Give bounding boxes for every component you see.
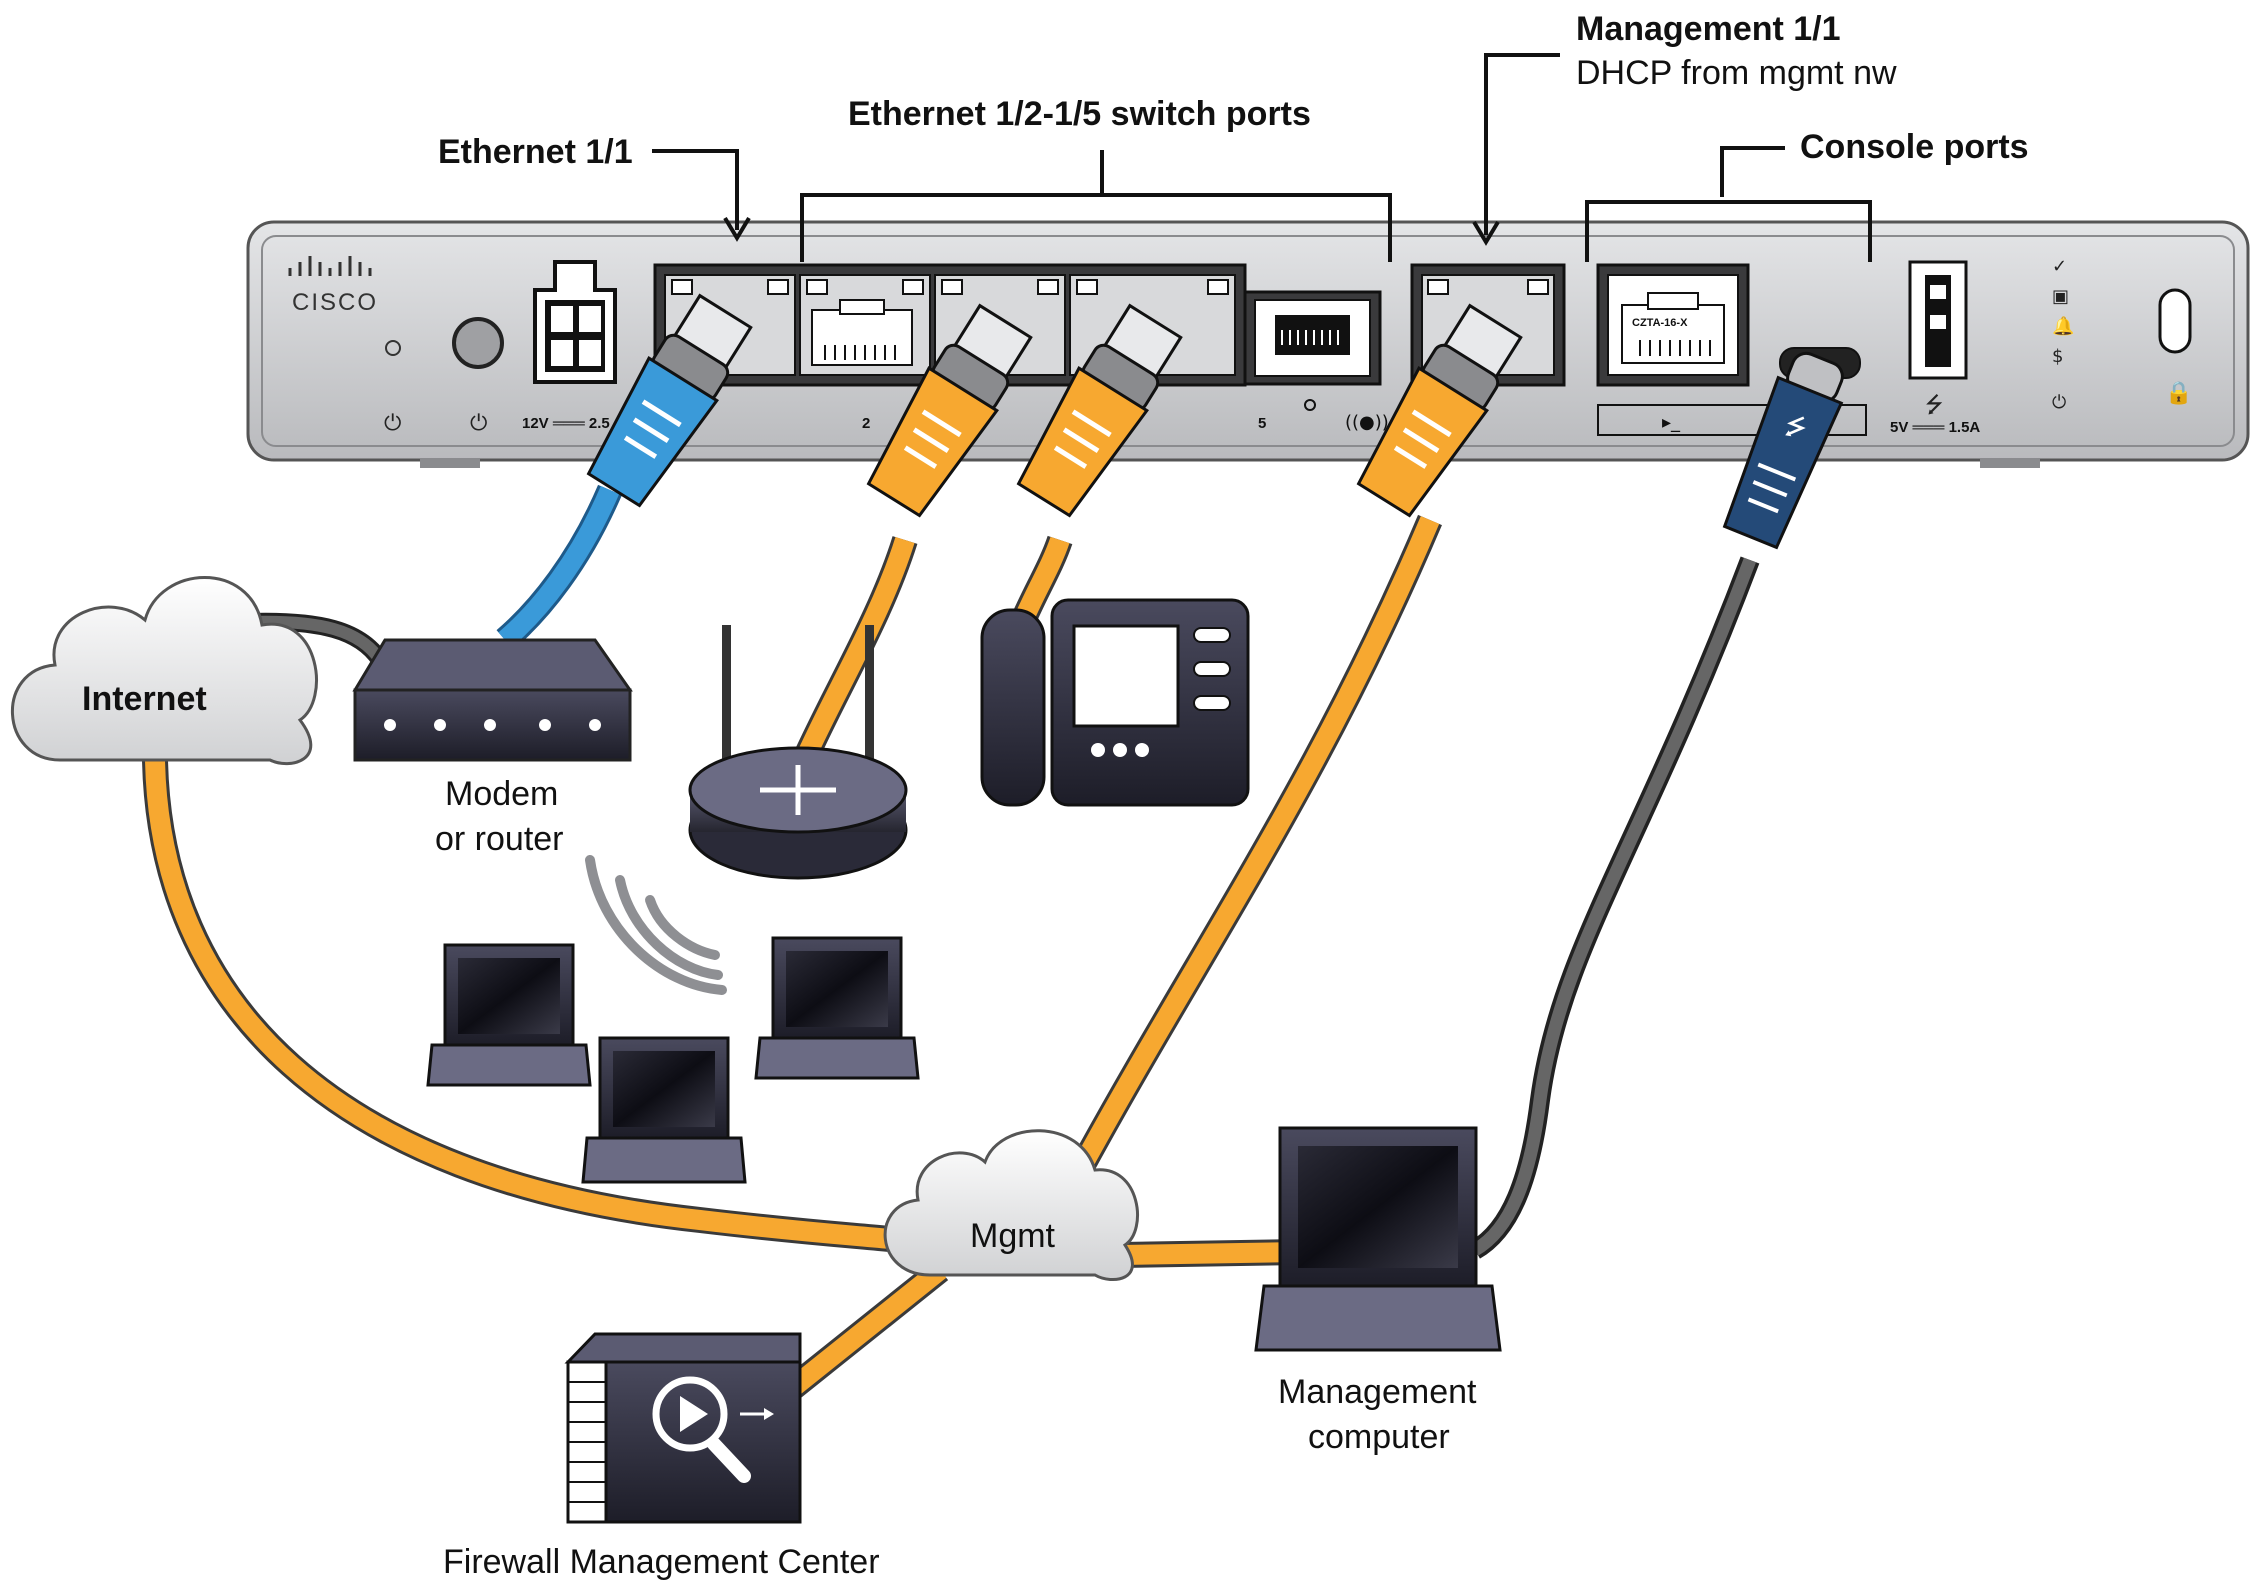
ip-phone-icon <box>980 598 1250 807</box>
port-2-label: 2 <box>862 415 870 432</box>
mgmt-label: Mgmt <box>970 1217 1056 1255</box>
svg-text:Ethernet 1/2-1/5 switch ports: Ethernet 1/2-1/5 switch ports <box>848 95 1311 133</box>
usb-a-port[interactable] <box>1908 260 1968 380</box>
power-button[interactable] <box>452 317 504 369</box>
callout-console-ports: Console ports <box>1585 128 2029 262</box>
modem-icon <box>352 638 633 762</box>
svg-text:CISCO: CISCO <box>292 289 378 316</box>
svg-text:DHCP from mgmt nw: DHCP from mgmt nw <box>1576 54 1897 92</box>
svg-text:Ethernet 1/1: Ethernet 1/1 <box>438 133 633 171</box>
laptop-icon <box>581 1036 747 1184</box>
internet-cloud-icon: Internet <box>10 576 318 766</box>
fmc-label: Firewall Management Center <box>443 1543 880 1581</box>
management-computer-label-line1: Management <box>1278 1373 1477 1411</box>
console-icon: ▸_ <box>1662 412 1681 433</box>
power-connector <box>533 260 617 384</box>
ethernet-1-1-plug <box>586 293 753 508</box>
modem-label-line2: or router <box>435 820 564 858</box>
svg-text:$: $ <box>2052 346 2063 367</box>
svg-text:((●)): ((●)) <box>1345 412 1389 433</box>
wireless-signal-icon <box>585 855 727 995</box>
reset-pinhole[interactable] <box>385 340 401 356</box>
ethernet-1-3-plug <box>1016 303 1183 518</box>
port-5-label: 5 <box>1258 415 1266 432</box>
cisco-logo: CISCO <box>288 256 378 316</box>
management-1-1-plug <box>1356 303 1523 518</box>
management-computer-icon <box>1254 1126 1502 1352</box>
modem-label-line1: Modem <box>445 775 558 813</box>
status-led-icons: ✓ ▣ 🔔 $ ⏻ <box>2052 256 2074 413</box>
firewall-management-icon <box>564 1332 802 1524</box>
management-computer-label-line2: computer <box>1308 1418 1450 1456</box>
ethernet-1-5-sfp-port[interactable] <box>1243 290 1382 386</box>
console-usb-plug: ⭍ <box>1722 351 1844 550</box>
svg-text:▣: ▣ <box>2052 286 2069 307</box>
usb-power-rating: 5V ═══ 1.5A <box>1890 419 1980 436</box>
power-icon: ⏻ <box>470 411 487 436</box>
svg-text:Console ports: Console ports <box>1800 128 2029 166</box>
callout-switch-ports: Ethernet 1/2-1/5 switch ports <box>800 95 1392 262</box>
lock-slot <box>2158 288 2192 354</box>
callout-ethernet-1-1: Ethernet 1/1 <box>438 133 751 242</box>
rj45-console-port[interactable]: CZTA-16-X <box>1596 263 1750 387</box>
reset-icon: ⏻ <box>384 411 401 436</box>
svg-text:✓: ✓ <box>2052 256 2067 277</box>
usb-icon: ⭍ <box>1925 393 1943 418</box>
svg-text:CZTA-16-X: CZTA-16-X <box>1632 317 1688 329</box>
power-rating: 12V ═══ 2.5 <box>522 415 610 432</box>
ethernet-1-2-plug <box>866 303 1033 518</box>
svg-text:⏻: ⏻ <box>2052 392 2066 413</box>
svg-text:Management 1/1: Management 1/1 <box>1576 10 1841 48</box>
internet-label: Internet <box>82 680 207 718</box>
laptop-icon <box>426 943 592 1087</box>
mgmt-cloud-icon: Mgmt <box>883 1129 1139 1282</box>
laptop-icon <box>754 936 920 1080</box>
lock-icon: 🔒 <box>2165 381 2192 406</box>
callout-management: Management 1/1 DHCP from mgmt nw <box>1472 10 1897 246</box>
svg-text:🔔: 🔔 <box>2052 316 2074 337</box>
wireless-router-icon <box>688 625 908 880</box>
